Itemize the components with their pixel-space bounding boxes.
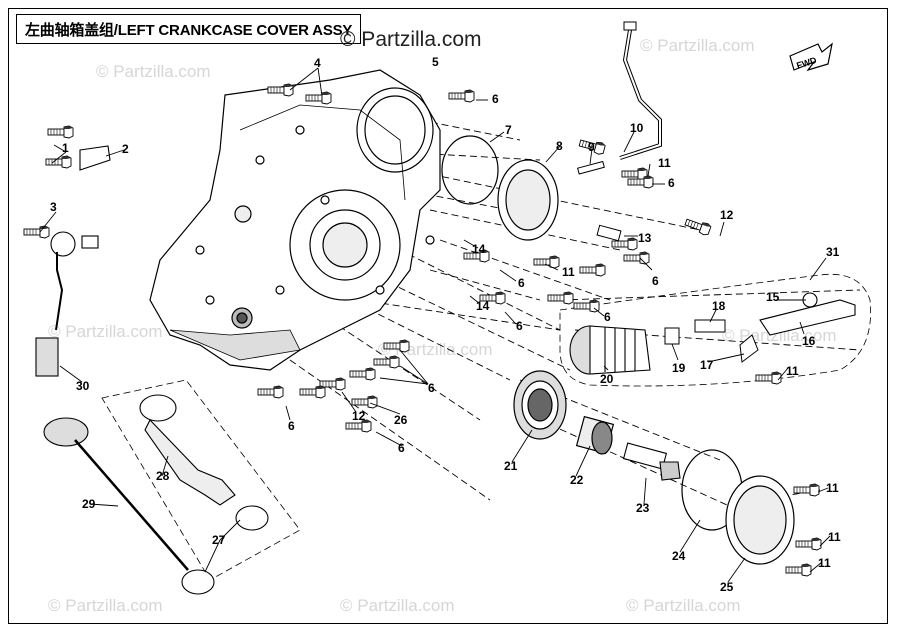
callout-17: 17 xyxy=(700,358,714,372)
watermark: © Partzilla.com xyxy=(626,596,741,615)
gasket-7 xyxy=(441,135,499,205)
fitting-18 xyxy=(694,319,726,333)
callout-11: 11 xyxy=(786,364,799,378)
callout-6: 6 xyxy=(288,419,295,433)
watermark: © Partzilla.com xyxy=(96,62,211,81)
callout-4: 4 xyxy=(314,56,321,70)
o-ring-27 xyxy=(181,569,215,595)
callout-11: 11 xyxy=(828,530,841,544)
watermark: © Partzilla.com xyxy=(640,36,755,55)
callout-6: 6 xyxy=(604,310,611,324)
callout-8: 8 xyxy=(556,139,563,153)
callout-23: 23 xyxy=(636,501,650,515)
callout-16: 16 xyxy=(802,334,816,348)
callout-12: 12 xyxy=(352,409,366,423)
cover-8 xyxy=(497,159,559,241)
group-box-27-28 xyxy=(101,379,301,581)
boot-20 xyxy=(569,325,651,375)
callout-10: 10 xyxy=(630,121,644,135)
callout-1: 1 xyxy=(62,141,69,155)
callout-25: 25 xyxy=(720,580,734,594)
callout-22: 22 xyxy=(570,473,584,487)
dipstick-29 xyxy=(43,417,189,571)
callout-29: 29 xyxy=(82,497,96,511)
bracket-2 xyxy=(79,145,111,171)
callout-30: 30 xyxy=(76,379,90,393)
callout-labels: 1 2 3 4 5 6 6 6 6 6 6 6 6 6 7 8 9 10 11 … xyxy=(50,55,841,594)
callout-13: 13 xyxy=(638,231,652,245)
diagram-title: 左曲轴箱盖组/LEFT CRANKCASE COVER ASSY xyxy=(16,14,362,44)
callout-6: 6 xyxy=(516,319,523,333)
callout-31: 31 xyxy=(826,245,840,259)
callout-19: 19 xyxy=(672,361,686,375)
callout-6: 6 xyxy=(398,441,405,455)
plug-23 xyxy=(622,442,681,481)
callout-5: 5 xyxy=(432,55,439,69)
callout-3: 3 xyxy=(50,200,57,214)
watermark: © Partzilla.com xyxy=(340,596,455,615)
diagram-frame xyxy=(8,8,888,624)
callout-6: 6 xyxy=(668,176,675,190)
callout-18: 18 xyxy=(712,299,726,313)
callout-11: 11 xyxy=(826,481,839,495)
group-box-31 xyxy=(559,273,871,387)
callout-12: 12 xyxy=(720,208,734,222)
clamp-19 xyxy=(664,327,680,345)
callout-11: 11 xyxy=(658,156,671,170)
pin-9 xyxy=(577,160,605,175)
callout-9: 9 xyxy=(588,140,595,154)
callout-24: 24 xyxy=(672,549,686,563)
watermark: © Partzilla.com xyxy=(48,596,163,615)
callout-11: 11 xyxy=(818,556,831,570)
bracket-17 xyxy=(739,334,759,363)
callout-7: 7 xyxy=(505,123,512,137)
plate-13 xyxy=(596,224,622,242)
callout-2: 2 xyxy=(122,142,129,156)
o-ring-27 xyxy=(235,505,269,531)
bushing-22 xyxy=(575,415,615,455)
bearing-21 xyxy=(513,370,567,440)
callout-14: 14 xyxy=(476,299,490,313)
partzilla-watermark: © Partzilla.com xyxy=(340,28,482,51)
crankcase-cover xyxy=(149,69,441,371)
callout-27: 27 xyxy=(212,533,226,547)
cover-25 xyxy=(725,475,795,565)
callout-leaders xyxy=(39,67,831,583)
callout-21: 21 xyxy=(504,459,518,473)
callout-15: 15 xyxy=(766,290,780,304)
sensor-30 xyxy=(35,231,99,377)
callout-28: 28 xyxy=(156,469,170,483)
callout-20: 20 xyxy=(600,372,614,386)
watermark: © Partzilla.com xyxy=(48,322,163,341)
callout-6: 6 xyxy=(518,276,525,290)
callout-26: 26 xyxy=(394,413,408,427)
callout-6: 6 xyxy=(652,274,659,288)
callout-11: 11 xyxy=(562,265,575,279)
strainer-28 xyxy=(139,394,236,506)
callout-14: 14 xyxy=(472,242,486,256)
callout-6: 6 xyxy=(428,381,435,395)
hose-16 xyxy=(759,299,856,336)
callout-6: 6 xyxy=(492,92,499,106)
forward-arrow-icon: FWD xyxy=(789,42,833,72)
